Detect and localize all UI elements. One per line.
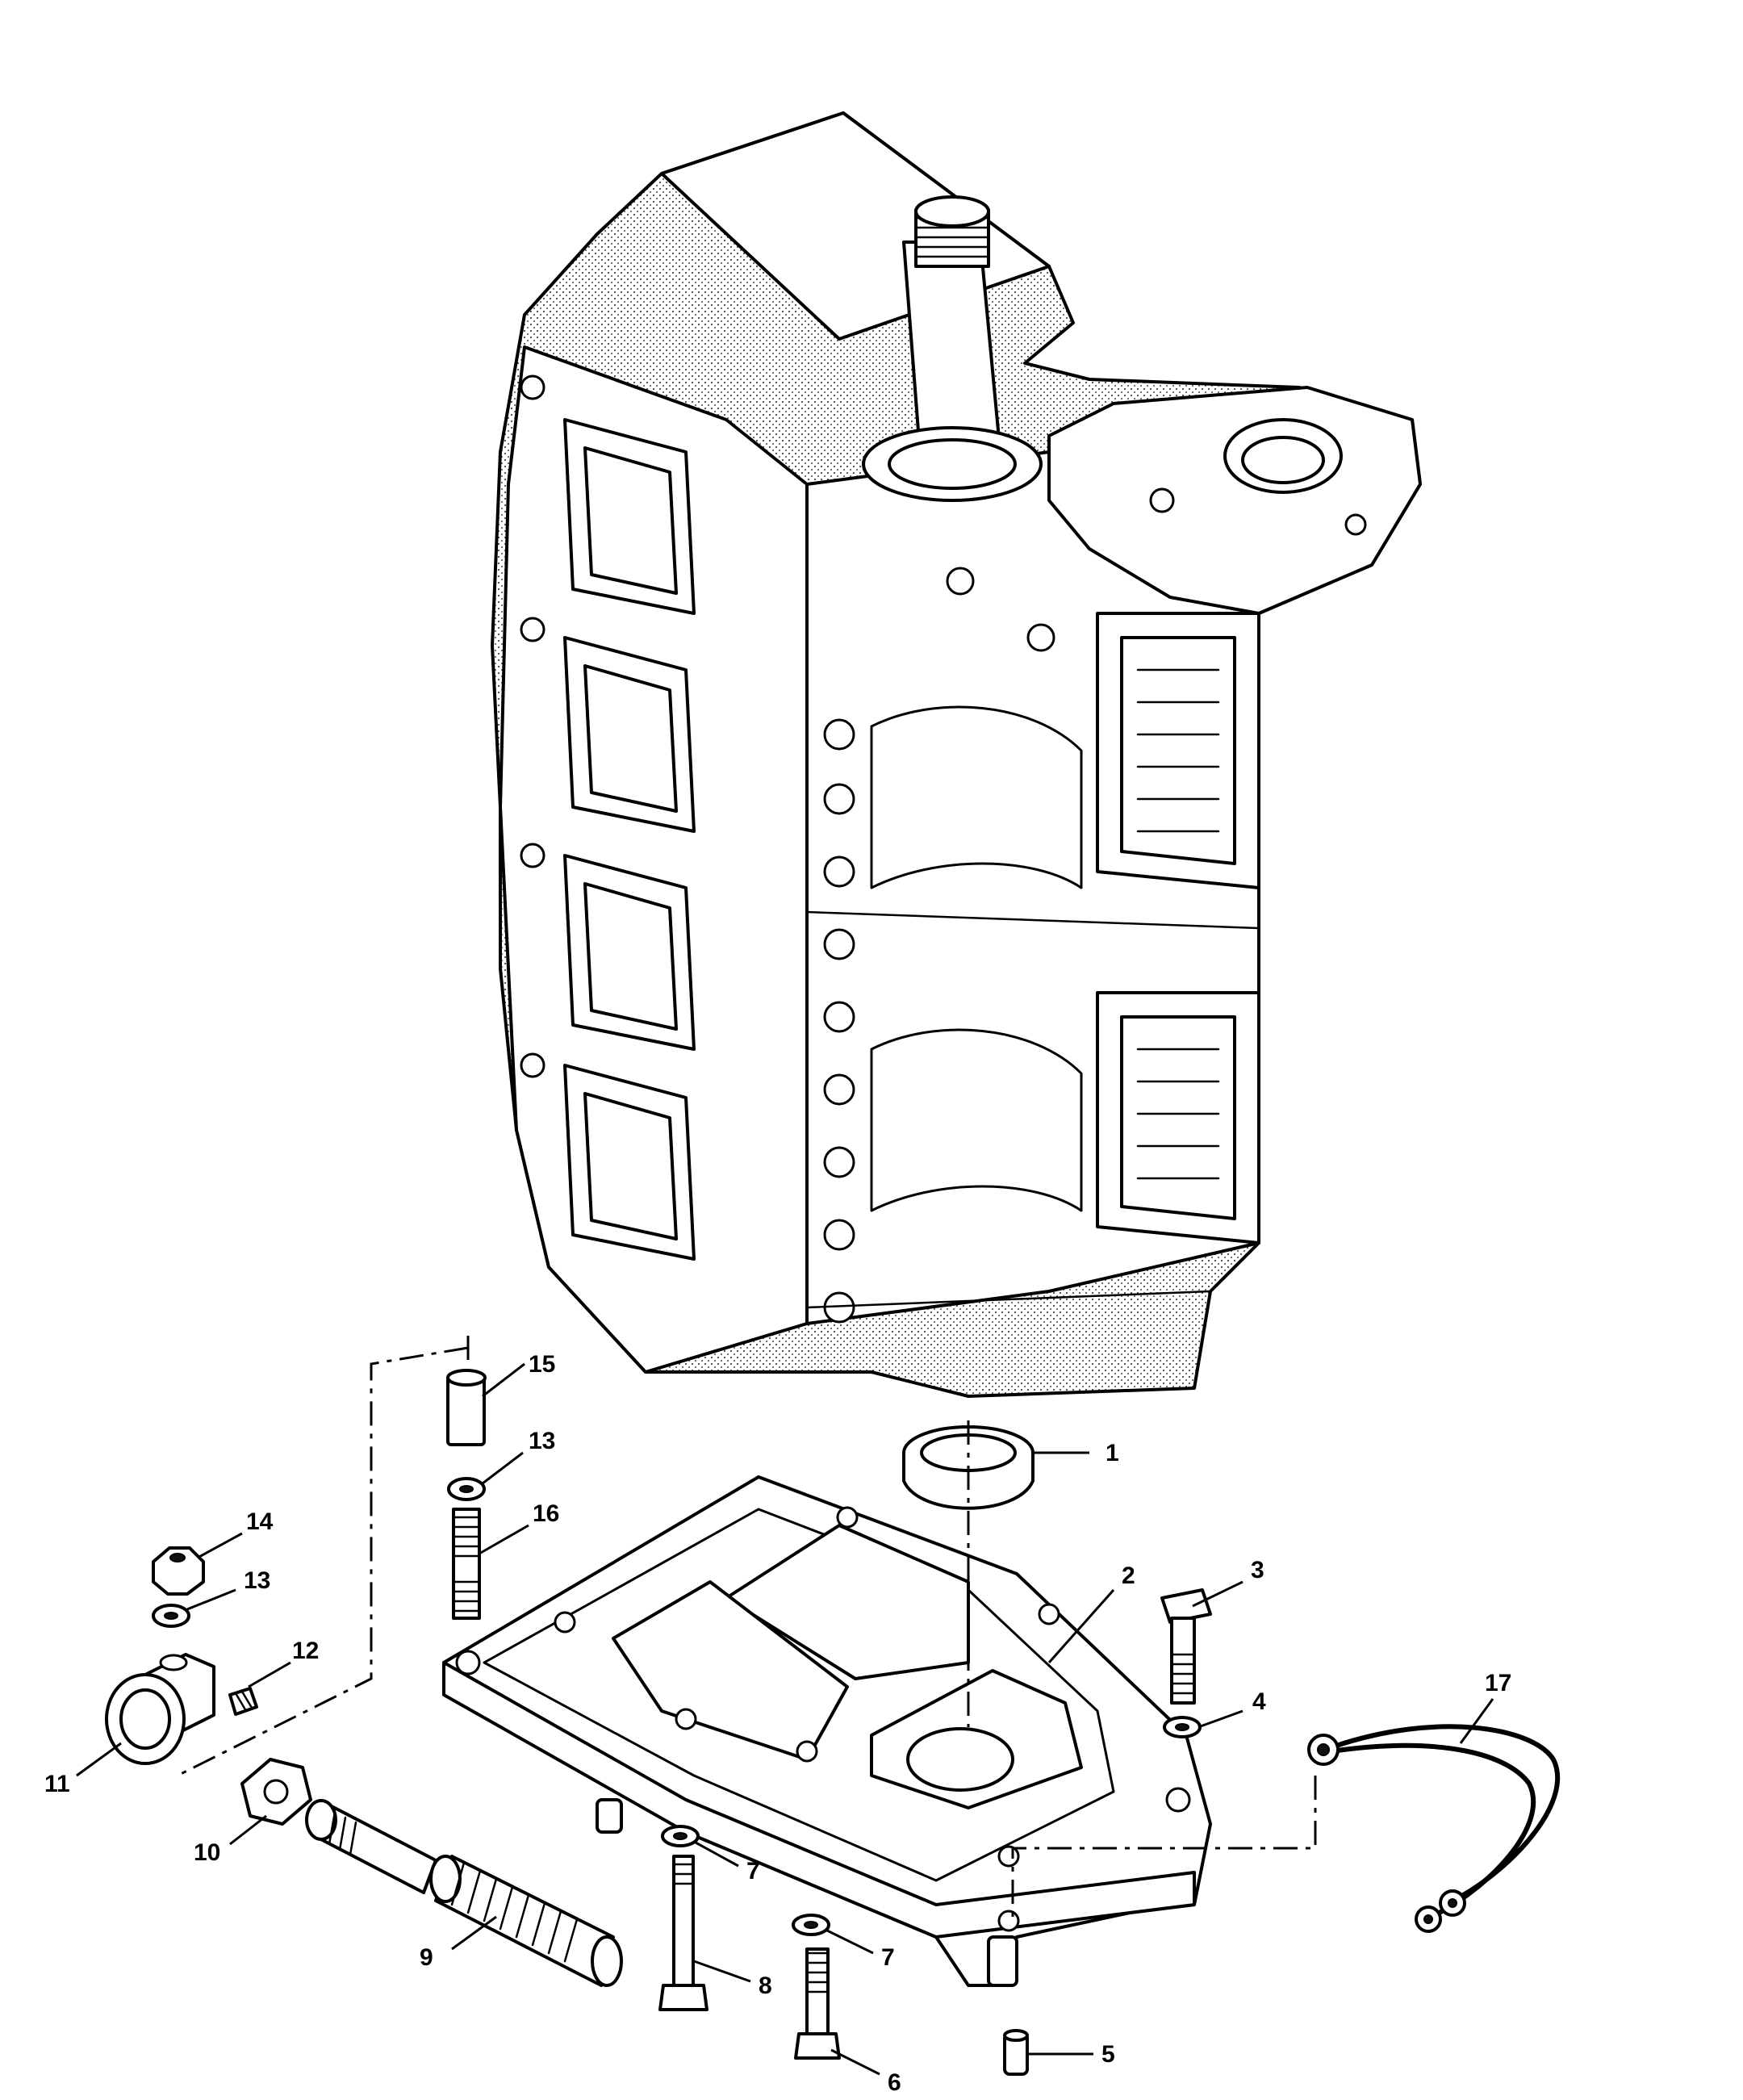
part-12-screw bbox=[228, 1687, 258, 1716]
port-covers-left bbox=[563, 418, 696, 1261]
callout-4: 4 bbox=[1252, 1688, 1266, 1715]
callout-13a: 13 bbox=[529, 1428, 555, 1454]
callout-12: 12 bbox=[292, 1638, 319, 1664]
callout-labels: 1 2 3 4 5 6 7 7 8 9 10 11 12 13 13 14 15… bbox=[44, 1351, 1511, 2096]
callout-8: 8 bbox=[759, 1972, 772, 1999]
part-4-washer bbox=[1163, 1716, 1202, 1738]
part-7-washer-a bbox=[661, 1825, 700, 1847]
part-7-washer-b bbox=[792, 1914, 830, 1936]
callout-6: 6 bbox=[888, 2069, 901, 2096]
crankshaft-stub bbox=[862, 195, 1043, 502]
callout-11: 11 bbox=[44, 1771, 70, 1797]
callout-1: 1 bbox=[1106, 1440, 1119, 1466]
part-8-stud bbox=[658, 1855, 708, 2011]
part-16-stud bbox=[452, 1508, 481, 1620]
callout-5: 5 bbox=[1101, 2041, 1115, 2068]
callout-7b: 7 bbox=[881, 1944, 895, 1971]
callout-17: 17 bbox=[1485, 1670, 1511, 1696]
callout-15: 15 bbox=[529, 1351, 555, 1378]
part-3-bolt bbox=[1160, 1588, 1212, 1705]
callout-9: 9 bbox=[420, 1944, 433, 1971]
part-10-hex-nut bbox=[240, 1758, 312, 1826]
engine-block bbox=[491, 111, 1422, 1398]
part-15-spacer-sleeve bbox=[446, 1369, 487, 1446]
callout-3: 3 bbox=[1251, 1557, 1264, 1583]
part-5-dowel-pin bbox=[1003, 2029, 1029, 2076]
callout-13b: 13 bbox=[244, 1567, 270, 1594]
part-14-nut bbox=[152, 1546, 205, 1596]
callout-2: 2 bbox=[1122, 1562, 1135, 1589]
part-17-ground-strap bbox=[1307, 1724, 1561, 1933]
callout-16: 16 bbox=[533, 1500, 559, 1527]
callout-7a: 7 bbox=[746, 1858, 760, 1885]
part-13-washer-a bbox=[447, 1477, 486, 1501]
leader-lines bbox=[76, 1362, 1494, 2076]
callout-10: 10 bbox=[194, 1839, 220, 1866]
part-2-adaptor-plate bbox=[442, 1475, 1212, 1987]
part-9-threaded-rods bbox=[305, 1799, 623, 1987]
callout-14: 14 bbox=[246, 1508, 274, 1535]
exhaust-covers-right bbox=[1096, 612, 1260, 1245]
part-6-bolt bbox=[794, 1947, 841, 2060]
block-cylinder-detail bbox=[805, 705, 1260, 1309]
part-11-eyelet bbox=[105, 1653, 215, 1765]
phantom-lines bbox=[177, 1336, 1317, 1921]
part-13-washer-b bbox=[152, 1604, 190, 1628]
